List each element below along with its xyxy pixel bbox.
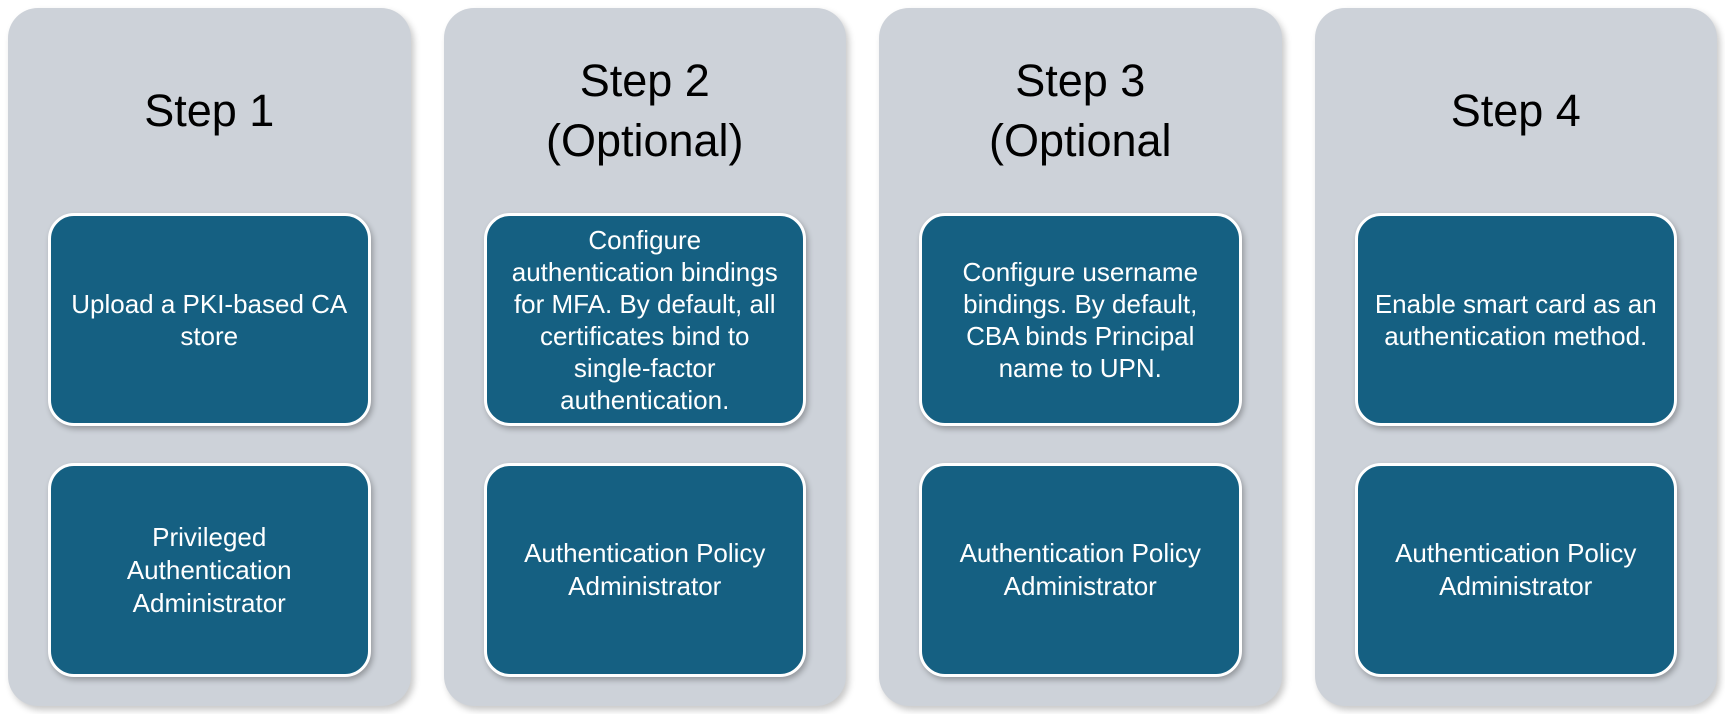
step-4-title: Step 4 [1450,84,1581,136]
step-2-description-text: Configure authentication bindings for MF… [511,224,778,415]
step-panel-3: Step 3 (Optional Configure username bind… [879,8,1282,706]
step-panel-2: Step 2 (Optional) Configure authenticati… [443,8,846,706]
step-1-role-text: Privileged Authentication Administrator [126,521,292,618]
step-1-description-box: Upload a PKI-based CA store [48,213,371,426]
step-3-role-text: Authentication Policy Administrator [959,538,1201,601]
step-1-role-box: Privileged Authentication Administrator [48,463,371,677]
step-2-role-box: Authentication Policy Administrator [483,463,806,677]
step-panel-4: Step 4 Enable smart card as an authentic… [1314,8,1717,706]
step-1-title: Step 1 [144,84,275,136]
step-4-role-box: Authentication Policy Administrator [1354,463,1677,677]
step-4-description-box: Enable smart card as an authentication m… [1354,213,1677,426]
step-3-title: Step 3 (Optional [988,54,1172,166]
step-2-description-box: Configure authentication bindings for MF… [483,213,806,426]
step-2-title: Step 2 (Optional) [545,54,744,166]
step-3-description-text: Configure username bindings. By default,… [962,256,1199,383]
step-3-role-box: Authentication Policy Administrator [919,463,1242,677]
step-1-description-text: Upload a PKI-based CA store [71,288,348,351]
step-2-role-text: Authentication Policy Administrator [524,538,766,601]
step-4-description-text: Enable smart card as an authentication m… [1374,288,1657,351]
step-4-role-text: Authentication Policy Administrator [1395,538,1637,601]
step-3-description-box: Configure username bindings. By default,… [919,213,1242,426]
step-panel-1: Step 1 Upload a PKI-based CA store Privi… [8,8,411,706]
